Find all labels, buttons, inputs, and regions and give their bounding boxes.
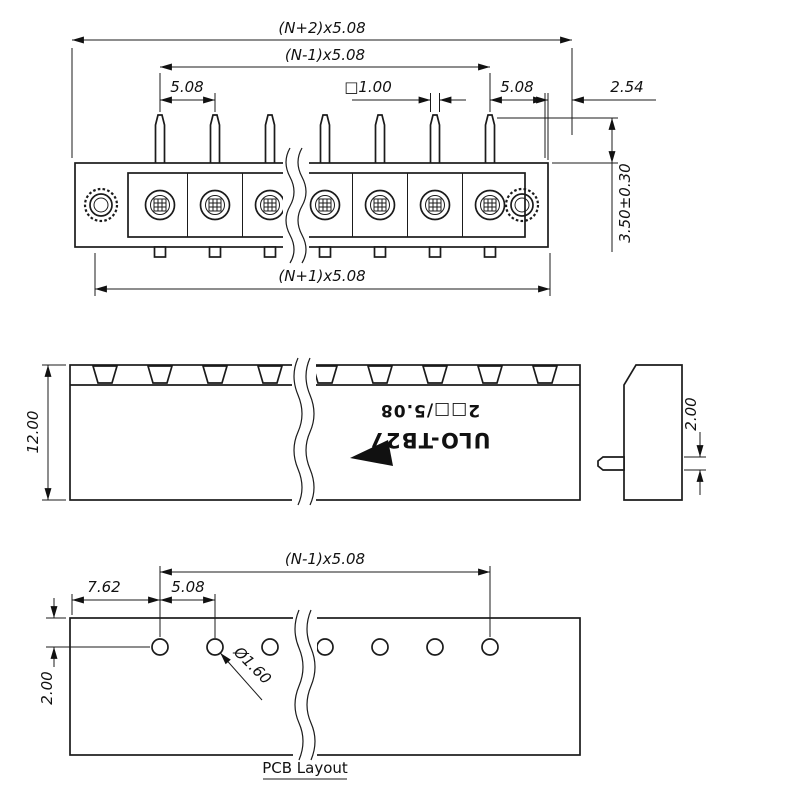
- pcb-hole-3: [261, 638, 279, 656]
- pin-3: [264, 114, 276, 163]
- dim-body-span: (N+1)x5.08: [94, 253, 551, 296]
- pin-7: [484, 114, 496, 163]
- view-top: (N+2)x5.08 (N-1)x5.08 5.08 □1.00 5.08: [71, 19, 656, 296]
- pin-stub-4: [318, 246, 332, 258]
- terminal-5: [364, 189, 396, 221]
- pcb-hole-1: [151, 638, 169, 656]
- dim-front-height: 12.00: [24, 364, 66, 501]
- terminal-4: [309, 189, 341, 221]
- dim-side-pin-thickness: 2.00: [682, 397, 706, 495]
- dim-pcb-hole-span-label: (N-1)x5.08: [285, 550, 365, 568]
- pin-stub-6: [428, 246, 442, 258]
- dim-pcb-edge-to-hole-label: 7.62: [87, 578, 120, 596]
- front-slot: [311, 365, 339, 384]
- terminal-7: [474, 189, 506, 221]
- dim-pcb-hole-span: (N-1)x5.08: [159, 550, 491, 637]
- dim-pcb-edge-offset-label: 2.00: [38, 671, 56, 704]
- pcb-hole-6: [426, 638, 444, 656]
- connector-flange: [74, 162, 549, 248]
- dim-edge-offset: 2.54: [534, 78, 656, 160]
- dim-pcb-hole-diameter-label: Ø1.60: [229, 642, 274, 687]
- front-body: [69, 364, 581, 501]
- front-slot: [146, 365, 174, 384]
- pin-stub-3: [263, 246, 277, 258]
- pcb-hole-2: [206, 638, 224, 656]
- terminal-2: [199, 189, 231, 221]
- front-slot: [476, 365, 504, 384]
- pcb-hole-4: [316, 638, 334, 656]
- front-slot: [91, 365, 119, 384]
- pcb-hole-7: [481, 638, 499, 656]
- connector-body: [127, 172, 526, 238]
- brand-text: ULO-TB27: [369, 428, 490, 452]
- front-slot: [421, 365, 449, 384]
- dim-pcb-hole-diameter: Ø1.60: [219, 642, 275, 701]
- dim-pin-square: □1.00: [344, 78, 466, 112]
- pin-stub-1: [153, 246, 167, 258]
- dim-pin-length: 3.50±0.30: [497, 117, 634, 252]
- break-line: [305, 357, 315, 506]
- view-side: 2.00: [597, 364, 706, 501]
- dim-pcb-pitch: 5.08: [160, 578, 216, 638]
- pcb-hole-5: [371, 638, 389, 656]
- break-mask: [293, 612, 317, 756]
- front-slot: [531, 365, 559, 384]
- pin-stub-7: [483, 246, 497, 258]
- dim-side-pin-thickness-label: 2.00: [682, 397, 700, 430]
- dim-overall-width-label: (N+2)x5.08: [278, 19, 365, 37]
- dim-overall-width: (N+2)x5.08: [71, 19, 573, 158]
- mounting-ear-left: [83, 187, 119, 223]
- dim-front-height-label: 12.00: [24, 411, 42, 454]
- pcb-board: [69, 617, 581, 756]
- side-pin: [597, 456, 625, 471]
- pcb-caption: PCB Layout: [262, 759, 348, 777]
- mounting-ear-right: [504, 187, 540, 223]
- pin-1: [154, 114, 166, 163]
- dim-pin-square-label: □1.00: [344, 78, 392, 96]
- dim-pcb-edge-offset: 2.00: [38, 598, 150, 705]
- front-slot: [256, 365, 284, 384]
- break-mask: [292, 360, 316, 503]
- dim-pitch-left-label: 5.08: [170, 78, 203, 96]
- break-line: [285, 147, 295, 264]
- dim-body-span-label: (N+1)x5.08: [278, 267, 365, 285]
- break-line: [293, 357, 303, 506]
- terminal-1: [144, 189, 176, 221]
- front-slot: [366, 365, 394, 384]
- dim-pin-span-label: (N-1)x5.08: [285, 46, 365, 64]
- view-front: ULO-TB27 2□□/5.08 12.00: [24, 357, 581, 506]
- pin-stub-5: [373, 246, 387, 258]
- series-text: 2□□/5.08: [380, 400, 480, 420]
- pin-2: [209, 114, 221, 163]
- pin-6: [429, 114, 441, 163]
- dim-pcb-pitch-label: 5.08: [171, 578, 204, 596]
- dim-edge-offset-label: 2.54: [610, 78, 643, 96]
- break-line: [297, 147, 307, 264]
- dim-pitch-right-label: 5.08: [500, 78, 533, 96]
- pin-5: [374, 114, 386, 163]
- terminal-6: [419, 189, 451, 221]
- break-line: [294, 609, 304, 761]
- dim-pcb-edge-to-hole: 7.62: [71, 578, 160, 615]
- view-pcb: (N-1)x5.08 7.62 5.08 2.00 Ø1.60 PCB Layo…: [38, 550, 581, 780]
- dim-pitch-left: 5.08: [160, 78, 216, 112]
- pin-stub-2: [208, 246, 222, 258]
- dim-pin-length-label: 3.50±0.30: [616, 163, 634, 242]
- dim-pin-span: (N-1)x5.08: [159, 46, 491, 112]
- brand-logo-icon: [350, 440, 393, 466]
- front-slot: [201, 365, 229, 384]
- break-line: [306, 609, 316, 761]
- terminal-3: [254, 189, 286, 221]
- front-marking: ULO-TB27 2□□/5.08: [350, 400, 491, 466]
- side-body: [623, 364, 683, 501]
- pin-4: [319, 114, 331, 163]
